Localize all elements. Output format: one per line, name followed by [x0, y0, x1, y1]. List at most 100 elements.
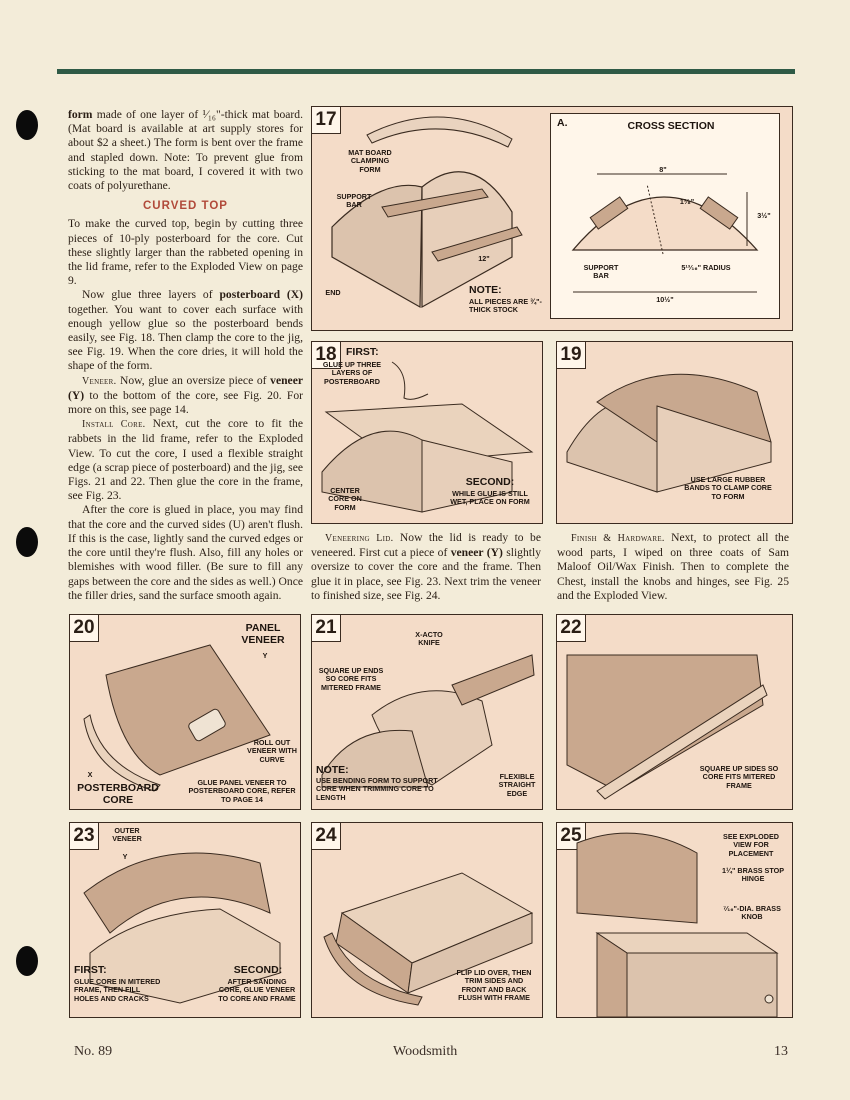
- see-exploded: SEE EXPLODED VIEW FOR PLACEMENT: [723, 832, 779, 858]
- page-number: 13: [774, 1044, 788, 1059]
- figure-20: 20 PANEL VENEER Y X ROLL OUT VENEER WITH…: [69, 614, 301, 810]
- label-dim: 12": [478, 254, 490, 263]
- figure-number: 17: [312, 107, 341, 134]
- clamp-drawing: [566, 373, 772, 493]
- section-heading: CURVED TOP: [143, 200, 228, 213]
- square-ends-label: SQUARE UP ENDS SO CORE FITS MITERED FRAM…: [318, 666, 384, 692]
- cross-section-drawing: [571, 173, 759, 293]
- trim-core-drawing: [321, 654, 535, 788]
- cross-title: CROSS SECTION: [627, 120, 715, 132]
- text: Next, cut the core to fit the rabbets in…: [68, 417, 303, 503]
- cs-dim-8: 8": [659, 165, 667, 174]
- label-support-bar: SUPPORT BAR: [336, 192, 372, 210]
- figure-18: 18 FIRST: GLUE UP THREE LAYERS OF POSTER…: [311, 341, 543, 524]
- glue-up-drawing: [321, 361, 534, 513]
- first-title: FIRST:: [74, 964, 107, 976]
- figure-21: 21 X-ACTO KNIFE SQUARE UP ENDS SO CORE F…: [311, 614, 543, 810]
- run-in-head: Install Core.: [82, 419, 146, 431]
- glue-veneer-drawing: [83, 852, 281, 1004]
- part-name: posterboard (X): [219, 288, 303, 302]
- figure-17: 17 MAT BOARD CLAMPING FORM SUPPORT BAR E…: [311, 106, 793, 331]
- trim-lid-drawing: [323, 872, 534, 1006]
- first-body: GLUE CORE IN MITERED FRAME, THEN FILL HO…: [74, 977, 161, 1003]
- text: Now, glue an oversize piece of: [116, 373, 271, 387]
- part-name: veneer (Y): [68, 373, 303, 402]
- veneer-roll-drawing: [83, 644, 271, 792]
- intro-bold: form: [68, 108, 93, 121]
- figure-number: 21: [312, 615, 341, 642]
- left-column: form made of one layer of ¹⁄₁₆"-thick ma…: [68, 108, 303, 603]
- second-title: SECOND:: [465, 476, 515, 488]
- note-title: NOTE:: [316, 764, 349, 776]
- knob-label: ⁷⁄₁₆"-DIA. BRASS KNOB: [723, 904, 781, 922]
- paragraph: Now glue three layers of posterboard (X)…: [68, 288, 303, 373]
- text: together. You want to cover each surface…: [68, 302, 303, 373]
- paragraph: Veneer. Now, glue an oversize piece of v…: [68, 374, 303, 418]
- run-in-head: Veneer.: [82, 375, 117, 387]
- figure-number: 20: [70, 615, 99, 642]
- roll-note: ROLL OUT VENEER WITH CURVE: [247, 738, 297, 764]
- xacto-label: X-ACTO KNIFE: [415, 630, 443, 648]
- run-in-head: Veneering Lid.: [325, 533, 394, 544]
- label-mat-board: MAT BOARD CLAMPING FORM: [348, 148, 392, 174]
- glue-note: GLUE PANEL VENEER TO POSTERBOARD CORE, R…: [188, 778, 296, 804]
- note-title: NOTE:: [469, 284, 502, 296]
- figure-number: 23: [70, 823, 99, 850]
- paragraph: Finish & Hardware. Next, to protect all …: [557, 531, 789, 603]
- mid-column: Veneering Lid. Now the lid is ready to b…: [311, 531, 541, 603]
- figure-number: 22: [557, 615, 586, 642]
- panel-veneer: PANEL VENEER: [241, 622, 285, 646]
- cs-dim-1012: 10½": [656, 295, 674, 304]
- text: Next, to protect all the wood parts, I w…: [557, 531, 789, 602]
- outer-veneer: OUTER VENEER: [112, 826, 142, 844]
- cs-radius: 5¹³⁄₁₆" RADIUS: [681, 263, 731, 272]
- part-y: Y: [262, 651, 268, 660]
- figure-19: 19 USE LARGE RUBBER BANDS TO CLAMP CORE …: [556, 341, 793, 524]
- square-sides-note: SQUARE UP SIDES SO CORE FITS MITERED FRA…: [699, 764, 779, 790]
- figure-number: 24: [312, 823, 341, 850]
- text: Now the lid is ready to be veneered. Fir…: [311, 531, 541, 560]
- figure-number: 18: [312, 342, 341, 369]
- hinge-label: 1¼" BRASS STOP HINGE: [722, 866, 784, 884]
- intro-text: made of one layer of ¹⁄₁₆"-thick mat boa…: [68, 108, 303, 193]
- paragraph: Veneering Lid. Now the lid is ready to b…: [311, 531, 541, 603]
- second-body: WHILE GLUE IS STILL WET, PLACE ON FORM: [450, 489, 530, 507]
- second-body: AFTER SANDING CORE, GLUE VENEER TO CORE …: [218, 977, 296, 1003]
- first-body: GLUE UP THREE LAYERS OF POSTERBOARD: [322, 360, 382, 386]
- figure-24: 24 FLIP LID OVER, THEN TRIM SIDES AND FR…: [311, 822, 543, 1018]
- cs-support-bar: SUPPORT BAR: [583, 263, 619, 281]
- square-sides-drawing: [566, 654, 768, 800]
- text: to the bottom of the core, see Fig. 20. …: [68, 388, 303, 417]
- paragraph: After the core is glued in place, you ma…: [68, 503, 304, 602]
- note-body: ALL PIECES ARE ¾"-THICK STOCK: [469, 297, 542, 315]
- first-title: FIRST:: [346, 346, 379, 358]
- label-end: END: [325, 288, 341, 297]
- figure-number: 19: [557, 342, 586, 369]
- center-core: CENTER CORE ON FORM: [328, 486, 362, 512]
- trim-note: FLIP LID OVER, THEN TRIM SIDES AND FRONT…: [456, 968, 532, 1003]
- cross-section-inset: a. CROSS SECTION 8" 1³⁄₈" 3½" SUPPORT BA…: [550, 113, 780, 319]
- part-name: veneer (Y): [450, 546, 503, 560]
- binder-hole: [16, 946, 38, 976]
- hardware-drawing: [576, 832, 779, 1017]
- flexible-edge-label: FLEXIBLE STRAIGHT EDGE: [498, 772, 536, 798]
- paragraph: Install Core. Next, cut the core to fit …: [68, 417, 303, 503]
- text: slightly oversize to cover the core and …: [311, 546, 541, 602]
- header-rule: [57, 69, 795, 74]
- text: Now glue three layers of: [82, 288, 220, 302]
- issue-number: No. 89: [74, 1044, 113, 1059]
- right-column: Finish & Hardware. Next, to protect all …: [557, 531, 789, 603]
- part-y: Y: [122, 852, 128, 861]
- cs-dim-312: 3½": [757, 211, 771, 220]
- clamp-note: USE LARGE RUBBER BANDS TO CLAMP CORE TO …: [684, 475, 772, 501]
- paragraph: To make the curved top, begin by cutting…: [68, 217, 303, 288]
- cs-dim-138: 1³⁄₈": [679, 197, 695, 206]
- note-body: USE BENDING FORM TO SUPPORT CORE WHEN TR…: [316, 776, 438, 802]
- intro-paragraph: form made of one layer of ¹⁄₁₆"-thick ma…: [68, 108, 303, 193]
- cross-letter: a.: [557, 117, 568, 129]
- binder-hole: [16, 110, 38, 140]
- jig-drawing: [331, 116, 523, 309]
- run-in-head: Finish & Hardware.: [571, 533, 665, 544]
- second-title: SECOND:: [233, 964, 283, 976]
